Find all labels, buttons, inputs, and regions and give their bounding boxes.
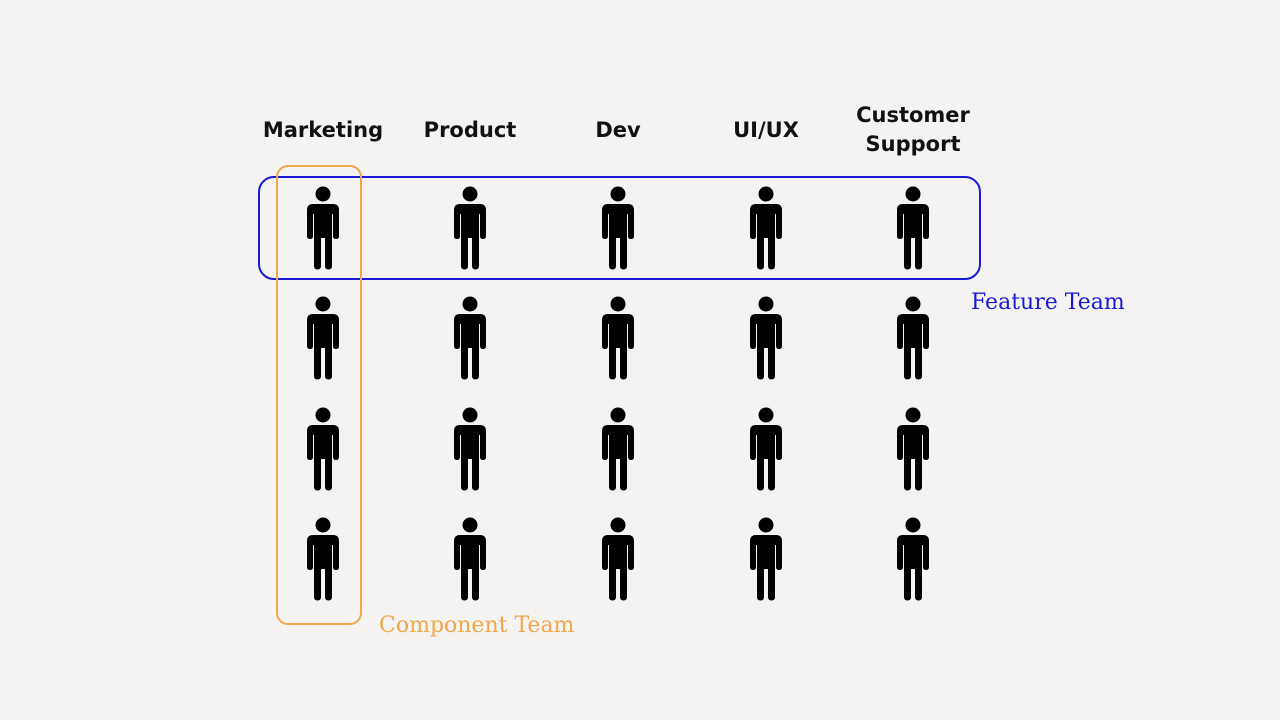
column-header-dev: Dev: [595, 118, 641, 142]
person-icon: [304, 186, 342, 270]
feature-team-label: Feature Team: [971, 290, 1125, 315]
person-icon: [599, 407, 637, 491]
person-icon: [747, 186, 785, 270]
person-icon: [599, 517, 637, 601]
person-icon: [599, 186, 637, 270]
person-icon: [894, 296, 932, 380]
column-header-marketing: Marketing: [262, 118, 384, 142]
person-icon: [894, 407, 932, 491]
component-team-outline: [276, 165, 362, 625]
person-icon: [451, 186, 489, 270]
person-icon: [894, 517, 932, 601]
feature-team-outline: [258, 176, 981, 280]
person-icon: [894, 186, 932, 270]
person-icon: [451, 517, 489, 601]
person-icon: [747, 296, 785, 380]
column-header-customer-support: Customer Support: [856, 103, 970, 156]
person-icon: [304, 296, 342, 380]
person-icon: [304, 517, 342, 601]
column-header-ui-ux: UI/UX: [733, 118, 799, 142]
person-icon: [304, 407, 342, 491]
person-icon: [747, 517, 785, 601]
person-icon: [451, 407, 489, 491]
person-icon: [747, 407, 785, 491]
person-icon: [451, 296, 489, 380]
column-header-product: Product: [423, 118, 517, 142]
component-team-label: Component Team: [379, 613, 575, 638]
person-icon: [599, 296, 637, 380]
